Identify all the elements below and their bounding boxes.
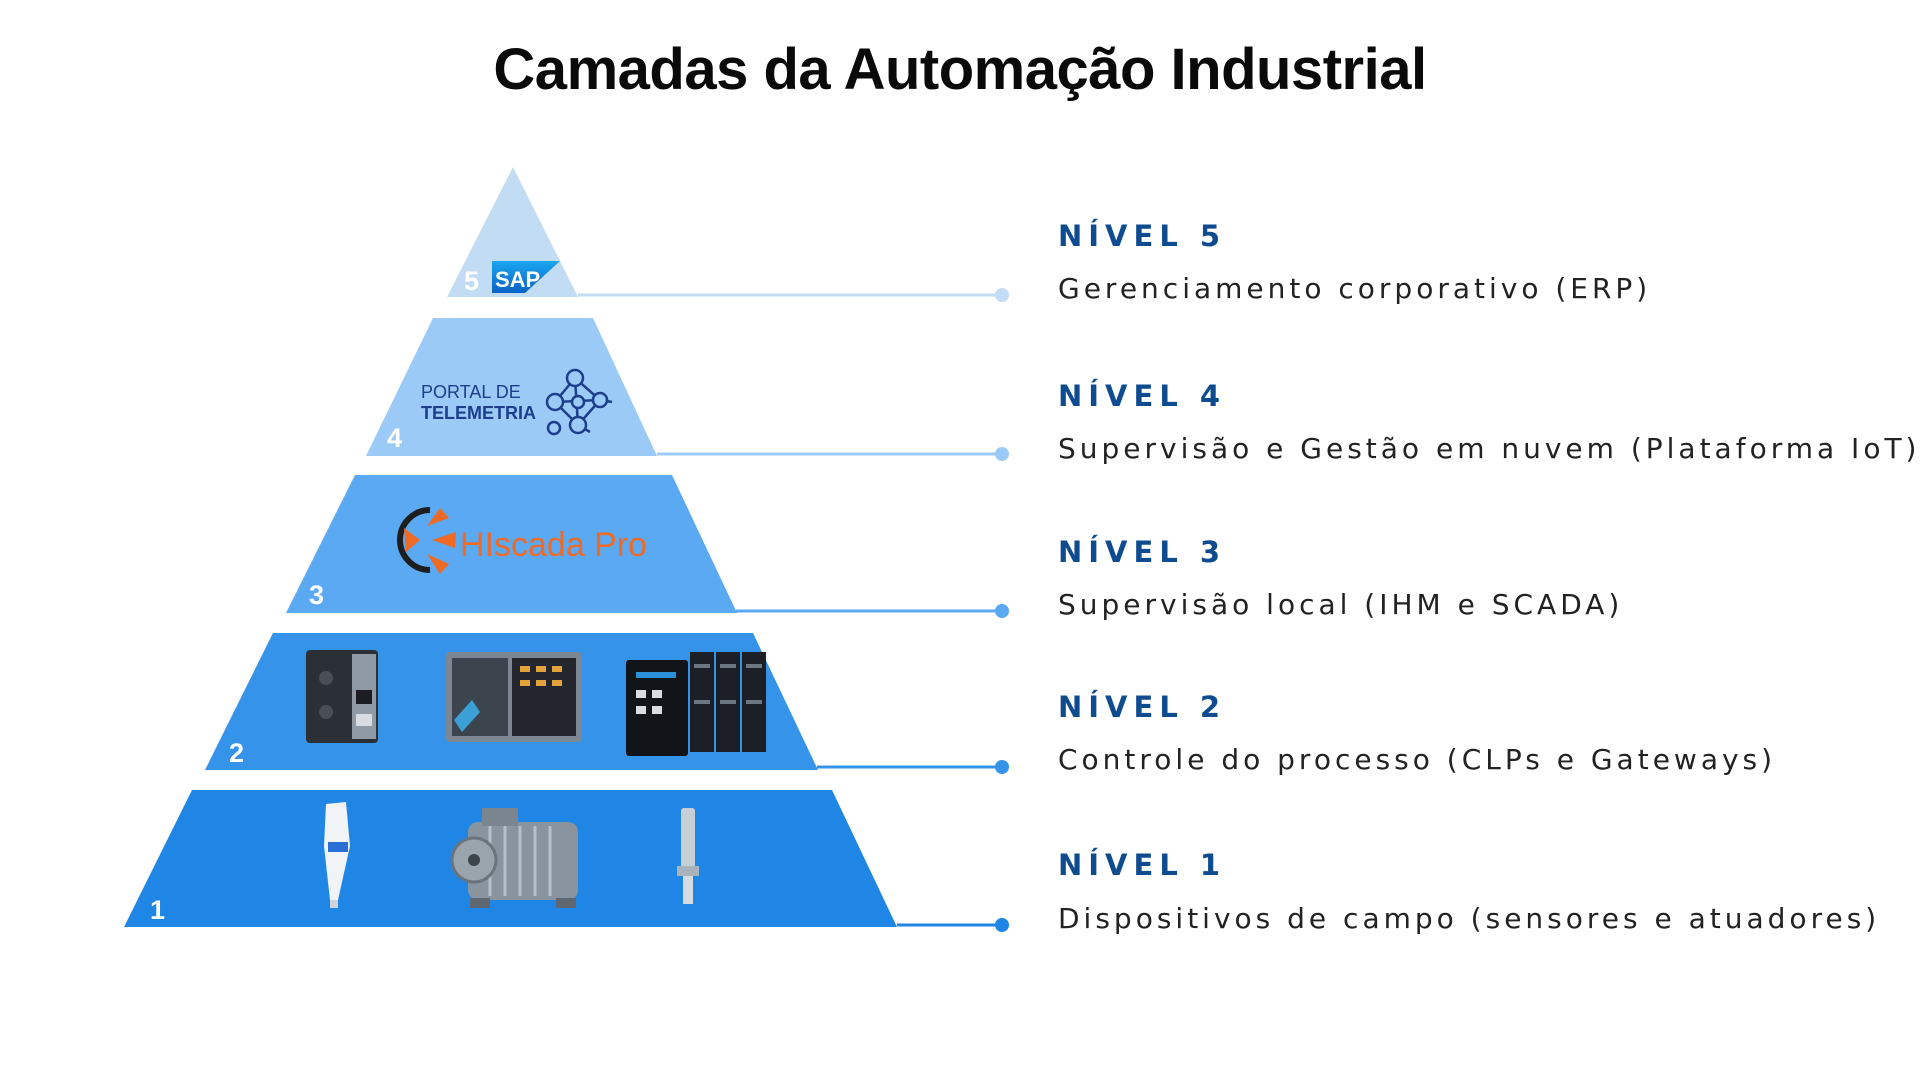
svg-text:HIscada Pro: HIscada Pro xyxy=(460,526,647,564)
svg-text:SAP: SAP xyxy=(495,267,540,292)
svg-text:PORTAL DE: PORTAL DE xyxy=(421,382,521,402)
svg-text:TELEMETRIA: TELEMETRIA xyxy=(421,403,536,423)
level-3-description: Supervisão local (IHM e SCADA) xyxy=(1058,588,1624,621)
telemetry-network-icon: PORTAL DE TELEMETRIA xyxy=(421,368,613,436)
pressure-transmitter-icon xyxy=(677,808,699,904)
connector-dot-2 xyxy=(995,760,1009,774)
plc-device-icon xyxy=(446,652,582,742)
sap-logo-icon: SAP xyxy=(492,261,560,293)
gateway-device-icon xyxy=(306,650,378,743)
level-4-description: Supervisão e Gestão em nuvem (Plataforma… xyxy=(1058,432,1920,465)
tier-number-1: 1 xyxy=(150,895,165,925)
level-4-title: NÍVEL 4 xyxy=(1058,379,1227,413)
tier-number-4: 4 xyxy=(387,423,402,453)
sensor-device-icon xyxy=(324,802,350,908)
level-5-description: Gerenciamento corporativo (ERP) xyxy=(1058,272,1652,305)
plc-rack-icon xyxy=(626,652,766,756)
tier-number-5: 5 xyxy=(464,266,479,296)
connector-lines xyxy=(578,288,1009,932)
connector-dot-5 xyxy=(995,288,1009,302)
connector-dot-1 xyxy=(995,918,1009,932)
level-1-description: Dispositivos de campo (sensores e atuado… xyxy=(1058,902,1881,935)
page-title: Camadas da Automação Industrial xyxy=(493,37,1427,102)
tier-number-2: 2 xyxy=(229,738,244,768)
level-2-description: Controle do processo (CLPs e Gateways) xyxy=(1058,743,1777,776)
connector-dot-4 xyxy=(995,447,1009,461)
level-3-title: NÍVEL 3 xyxy=(1058,535,1227,569)
connector-dot-3 xyxy=(995,604,1009,618)
level-1-title: NÍVEL 1 xyxy=(1058,848,1227,882)
hiscada-logo-icon: HIscada Pro xyxy=(397,507,647,574)
level-2-title: NÍVEL 2 xyxy=(1058,690,1227,724)
level-5-title: NÍVEL 5 xyxy=(1058,219,1227,253)
tier-number-3: 3 xyxy=(309,580,324,610)
pyramid-tier-3 xyxy=(286,475,737,613)
electric-motor-icon xyxy=(450,808,578,908)
